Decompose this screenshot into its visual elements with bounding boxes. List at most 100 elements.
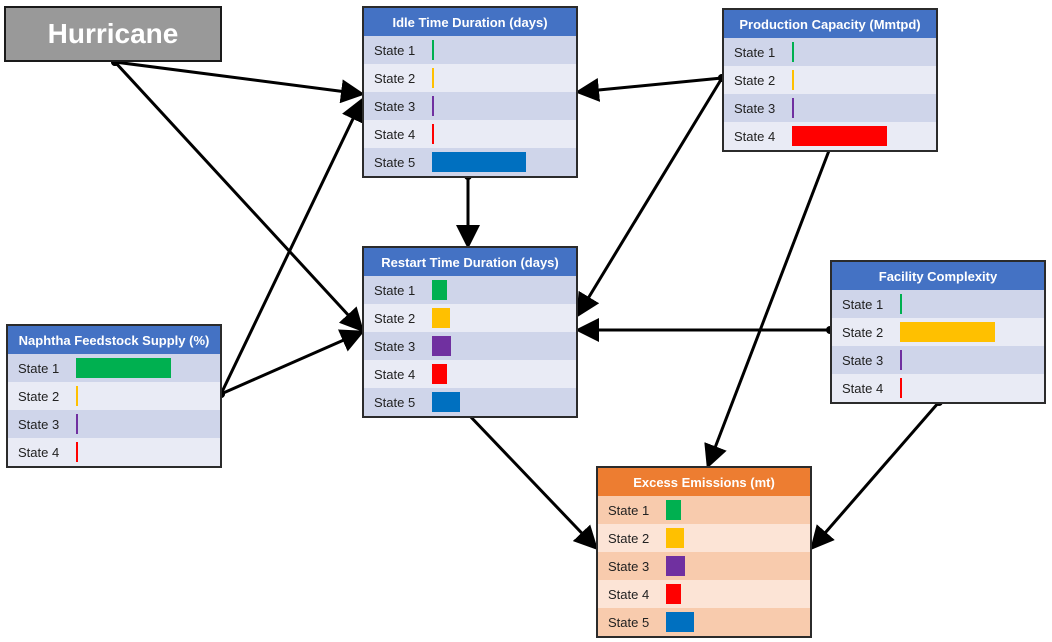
state-probability-bar	[432, 40, 434, 60]
state-bar-track	[432, 124, 576, 144]
state-probability-bar	[666, 500, 681, 520]
state-label: State 1	[374, 42, 416, 58]
restart-time-duration-node: Restart Time Duration (days) State 1 Stat…	[362, 246, 578, 418]
state-label: State 5	[374, 154, 416, 170]
state-probability-bar	[666, 556, 685, 576]
edge-production-to-emissions	[704, 147, 832, 469]
state-label: State 4	[608, 586, 650, 602]
state-label: State 2	[18, 388, 60, 404]
state-label: State 2	[608, 530, 650, 546]
state-bar-track	[432, 40, 576, 60]
state-probability-bar	[900, 378, 902, 398]
state-row: State 1	[364, 36, 576, 64]
state-label: State 3	[842, 352, 884, 368]
edge-facility-to-emissions	[810, 401, 941, 551]
state-bar-track	[666, 500, 810, 520]
state-bar-track	[432, 152, 576, 172]
state-bar-track	[432, 364, 576, 384]
state-probability-bar	[76, 358, 171, 378]
state-label: State 4	[734, 128, 776, 144]
state-probability-bar	[76, 442, 78, 462]
state-row: State 3	[598, 552, 810, 580]
state-bar-track	[76, 358, 220, 378]
state-bar-track	[792, 126, 936, 146]
hurricane-node: Hurricane	[4, 6, 222, 62]
state-row: State 2	[364, 64, 576, 92]
state-label: State 3	[374, 338, 416, 354]
state-label: State 4	[374, 126, 416, 142]
state-label: State 1	[734, 44, 776, 60]
state-probability-bar	[792, 42, 794, 62]
state-label: State 1	[842, 296, 884, 312]
state-bar-track	[432, 280, 576, 300]
state-row: State 1	[724, 38, 936, 66]
state-label: State 5	[608, 614, 650, 630]
state-label: State 2	[374, 70, 416, 86]
state-row: State 1	[364, 276, 576, 304]
state-bar-track	[792, 98, 936, 118]
state-label: State 2	[734, 72, 776, 88]
state-label: State 2	[374, 310, 416, 326]
state-bar-track	[76, 442, 220, 462]
edge-hurricane-to-restart	[113, 60, 365, 333]
state-row: State 3	[832, 346, 1044, 374]
state-row: State 3	[724, 94, 936, 122]
production-capacity-title: Production Capacity (Mmtpd)	[724, 10, 936, 38]
state-row: State 2	[832, 318, 1044, 346]
state-probability-bar	[432, 364, 447, 384]
state-probability-bar	[792, 70, 794, 90]
edge-production-to-idle	[575, 76, 723, 102]
state-row: State 3	[364, 92, 576, 120]
state-bar-track	[666, 612, 810, 632]
state-row: State 2	[8, 382, 220, 410]
state-row: State 3	[364, 332, 576, 360]
naphtha-feedstock-supply-title: Naphtha Feedstock Supply (%)	[8, 326, 220, 354]
state-probability-bar	[432, 124, 434, 144]
state-probability-bar	[432, 68, 434, 88]
state-row: State 4	[364, 360, 576, 388]
state-bar-track	[666, 556, 810, 576]
state-bar-track	[432, 96, 576, 116]
state-label: State 3	[608, 558, 650, 574]
restart-time-duration-title: Restart Time Duration (days)	[364, 248, 576, 276]
state-row: State 1	[832, 290, 1044, 318]
state-probability-bar	[432, 308, 450, 328]
state-bar-track	[792, 70, 936, 90]
edge-naphtha-to-restart	[220, 329, 365, 396]
production-capacity-node: Production Capacity (Mmtpd) State 1 State…	[722, 8, 938, 152]
state-probability-bar	[432, 96, 434, 116]
state-label: State 4	[374, 366, 416, 382]
state-row: State 3	[8, 410, 220, 438]
state-bar-track	[432, 308, 576, 328]
state-row: State 5	[598, 608, 810, 636]
state-probability-bar	[900, 350, 902, 370]
state-probability-bar	[900, 322, 995, 342]
state-label: State 1	[18, 360, 60, 376]
state-bar-track	[900, 350, 1044, 370]
edge-production-to-restart	[576, 77, 724, 318]
state-row: State 5	[364, 148, 576, 176]
state-bar-track	[900, 294, 1044, 314]
state-probability-bar	[792, 98, 794, 118]
state-bar-track	[666, 528, 810, 548]
state-row: State 2	[598, 524, 810, 552]
state-row: State 4	[364, 120, 576, 148]
edge-restart-to-emissions	[466, 412, 599, 551]
state-row: State 2	[724, 66, 936, 94]
state-bar-track	[666, 584, 810, 604]
state-probability-bar	[432, 336, 451, 356]
state-bar-track	[76, 414, 220, 434]
state-probability-bar	[900, 294, 902, 314]
naphtha-feedstock-supply-node: Naphtha Feedstock Supply (%) State 1 Stat…	[6, 324, 222, 468]
state-probability-bar	[76, 386, 78, 406]
excess-emissions-title: Excess Emissions (mt)	[598, 468, 810, 496]
state-probability-bar	[76, 414, 78, 434]
state-row: State 4	[832, 374, 1044, 402]
state-row: State 2	[364, 304, 576, 332]
edge-hurricane-to-idle	[114, 60, 365, 104]
facility-complexity-title: Facility Complexity	[832, 262, 1044, 290]
state-label: State 4	[842, 380, 884, 396]
state-row: State 5	[364, 388, 576, 416]
